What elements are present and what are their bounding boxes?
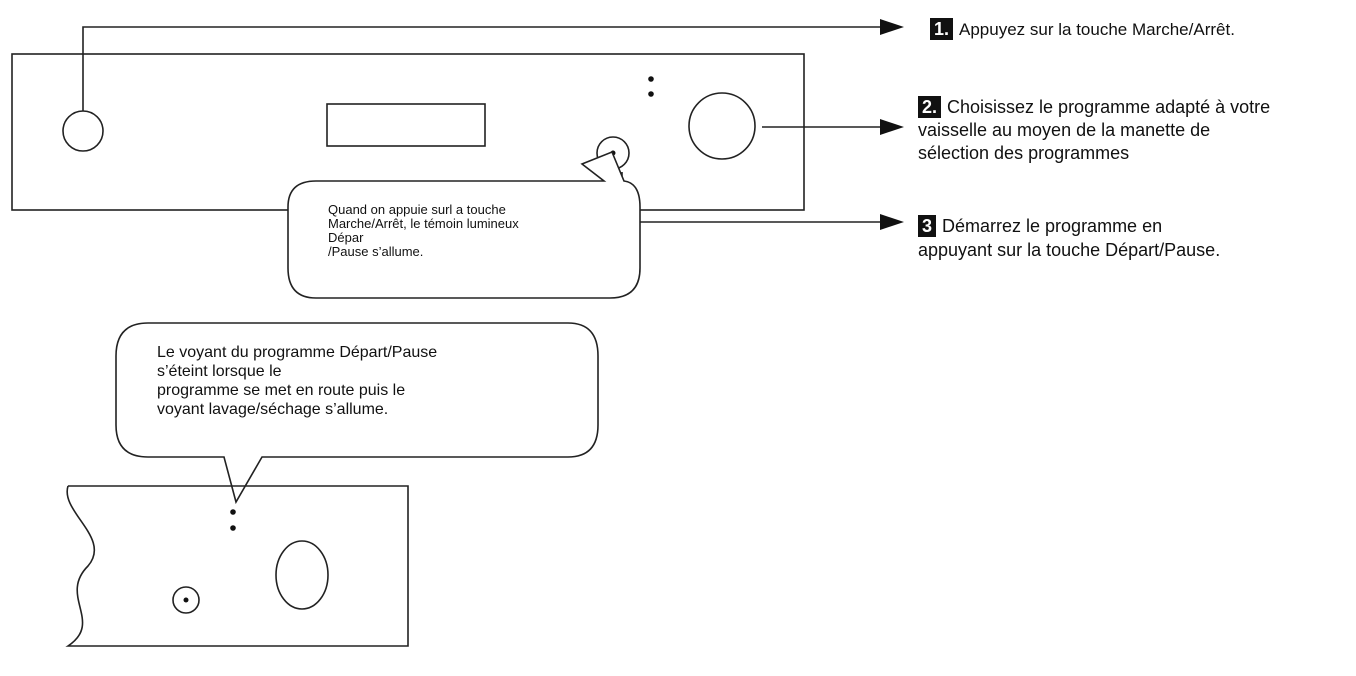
- top-bubble-text: Quand on appuie surl a touche Marche/Arr…: [328, 203, 628, 259]
- step-3-text-line-1: Démarrez le programme en: [942, 216, 1163, 236]
- bottom-bubble-line-1: Le voyant du programme Départ/Pause: [157, 344, 438, 361]
- bottom-bubble-line-4: voyant lavage/séchage s’allume.: [157, 401, 389, 418]
- indicator-light-1: [648, 76, 654, 82]
- top-bubble-line-3: Dépar: [328, 230, 364, 245]
- bottom-bubble-line-3: programme se met en route puis le: [157, 382, 406, 399]
- program-selector-knob: [688, 92, 756, 160]
- zoom-indicator-light-1: [230, 509, 236, 515]
- zoomed-panel: [65, 485, 409, 647]
- arrow-line-1: [82, 26, 882, 111]
- step-1-callout: 1. Appuyez sur la touche Marche/Arrêt.: [930, 18, 1235, 40]
- step-2-number: 2.: [918, 96, 942, 118]
- zoom-indicator-light-2: [230, 525, 236, 531]
- on-off-button: [62, 110, 104, 152]
- step-2-text-line-1: Choisissez le programme adapté à votre: [947, 97, 1271, 117]
- arrow-head-1: [880, 19, 904, 35]
- arrow-head-2: [880, 119, 904, 135]
- step-2-text-line-3: sélection des programmes: [918, 143, 1130, 163]
- step-2-text-line-2: vaisselle au moyen de la manette de: [918, 120, 1211, 140]
- bottom-bubble-line-2: s’éteint lorsque le: [157, 363, 282, 380]
- zoom-start-pause-dot: [183, 597, 189, 603]
- step-1-text: Appuyez sur la touche Marche/Arrêt.: [959, 20, 1235, 39]
- zoom-program-knob: [275, 540, 329, 610]
- top-bubble-line-1: Quand on appuie surl a touche: [328, 202, 506, 217]
- top-bubble-line-4: /Pause s’allume.: [328, 244, 424, 259]
- step-2-callout: 2.Choisissez le programme adapté à votre…: [918, 96, 1270, 165]
- speech-bubble-top: [287, 150, 641, 299]
- zoom-start-pause-button: [172, 586, 200, 614]
- speech-bubble-bottom: [115, 322, 599, 505]
- step-3-number: 3: [918, 215, 937, 237]
- step-1-number: 1.: [930, 18, 954, 40]
- arrow-head-3: [880, 214, 904, 230]
- bottom-bubble-text: Le voyant du programme Départ/Pause s’ét…: [157, 343, 587, 419]
- display-window: [326, 103, 486, 147]
- indicator-light-2: [648, 91, 654, 97]
- top-bubble-line-2: Marche/Arrêt, le témoin lumineux: [328, 216, 519, 231]
- step-3-text-line-2: appuyant sur la touche Départ/Pause.: [918, 240, 1221, 260]
